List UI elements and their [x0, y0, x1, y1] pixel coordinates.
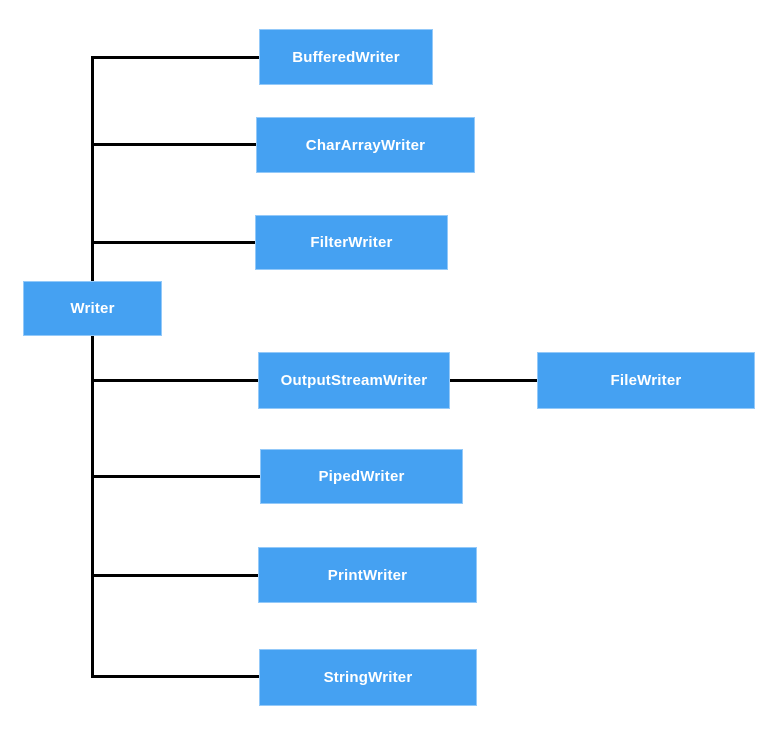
node-filewriter: FileWriter — [537, 352, 755, 409]
edge-writer-pipedwriter — [91, 475, 260, 478]
edge-writer-bufferedwriter — [91, 56, 259, 59]
node-pipedwriter: PipedWriter — [260, 449, 463, 504]
node-filterwriter: FilterWriter — [255, 215, 448, 270]
edge-writer-filterwriter — [91, 241, 255, 244]
node-printwriter: PrintWriter — [258, 547, 477, 603]
edge-trunk-vertical — [91, 56, 94, 678]
edge-writer-outputstreamwriter — [91, 379, 258, 382]
edge-writer-chararraywriter — [91, 143, 256, 146]
edge-writer-stringwriter — [91, 675, 259, 678]
node-writer: Writer — [23, 281, 162, 336]
edge-outputstreamwriter-filewriter — [450, 379, 537, 382]
node-bufferedwriter: BufferedWriter — [259, 29, 433, 85]
edge-writer-printwriter — [91, 574, 258, 577]
node-stringwriter: StringWriter — [259, 649, 477, 706]
node-outputstreamwriter: OutputStreamWriter — [258, 352, 450, 409]
node-chararraywriter: CharArrayWriter — [256, 117, 475, 173]
